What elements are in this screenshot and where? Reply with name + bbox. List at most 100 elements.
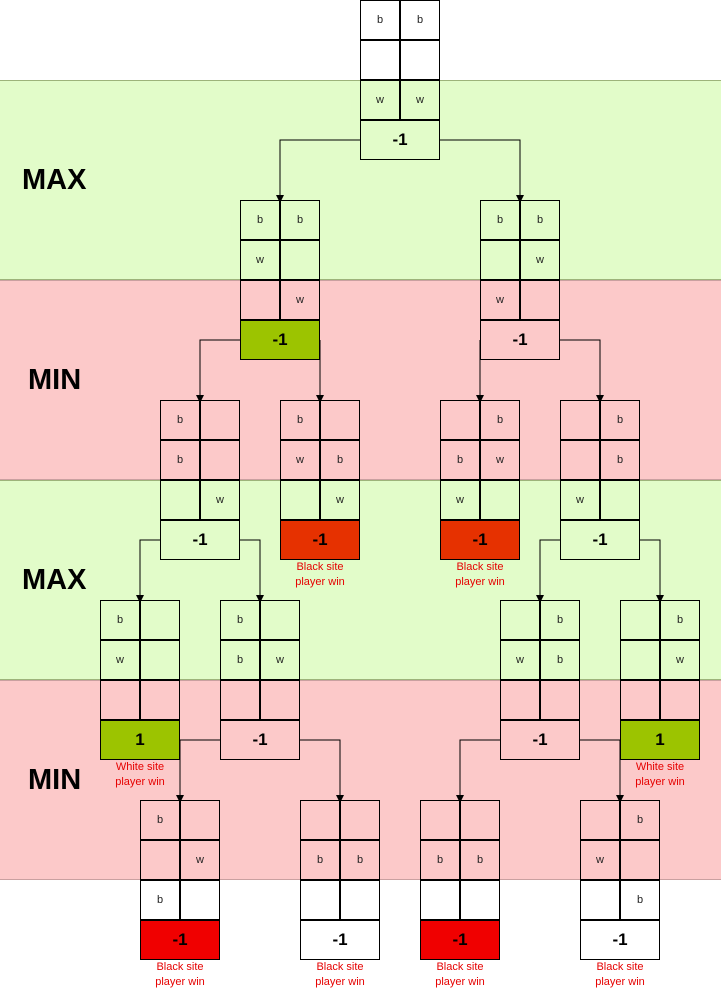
outcome-note-line: player win [635, 776, 685, 788]
board-cell [560, 440, 600, 480]
board-cell [600, 480, 640, 520]
edge-n11-n112 [240, 539, 264, 603]
board-cell [460, 880, 500, 920]
board-cell: b [520, 200, 560, 240]
outcome-note-line: Black site [456, 561, 504, 573]
board-cell [180, 880, 220, 920]
board-cell [300, 880, 340, 920]
outcome-note: White site player win [600, 760, 720, 790]
board-cell [360, 40, 400, 80]
board-cell [560, 400, 600, 440]
board-cell [140, 680, 180, 720]
node-score: -1 [420, 920, 500, 960]
outcome-note-line: player win [295, 576, 345, 588]
board-cell [240, 280, 280, 320]
outcome-note-line: player win [435, 976, 485, 988]
board-cell [480, 480, 520, 520]
board-cell: b [660, 600, 700, 640]
board-cell: w [180, 840, 220, 880]
board-cell [260, 680, 300, 720]
outcome-note-line: player win [115, 776, 165, 788]
board-cell: b [540, 640, 580, 680]
board-cell [320, 400, 360, 440]
outcome-note-line: White site [115, 761, 165, 773]
node-score: -1 [440, 520, 520, 560]
board-cell [580, 800, 620, 840]
board-cell [420, 800, 460, 840]
board-cell: b [220, 600, 260, 640]
board-cell [260, 600, 300, 640]
board-cell [300, 800, 340, 840]
node-score: -1 [560, 520, 640, 560]
board-cell: b [540, 600, 580, 640]
board-cell [220, 680, 260, 720]
outcome-note-line: Black site [156, 961, 204, 973]
board-cell [280, 480, 320, 520]
board-cell [460, 800, 500, 840]
edge-n2-n22 [560, 339, 604, 403]
board-cell: b [220, 640, 260, 680]
board-cell: b [300, 840, 340, 880]
node-score: -1 [160, 520, 240, 560]
outcome-note-line: player win [315, 976, 365, 988]
node-score: -1 [300, 920, 380, 960]
edge-n112-n1121 [176, 739, 220, 803]
board-cell: b [440, 440, 480, 480]
outcome-note-line: Black site [596, 961, 644, 973]
outcome-note-line: Black site [316, 961, 364, 973]
node-score: -1 [480, 320, 560, 360]
board-cell: w [280, 440, 320, 480]
board-cell [180, 800, 220, 840]
board-cell [520, 280, 560, 320]
board-cell: w [500, 640, 540, 680]
edge-root-n1 [276, 139, 360, 203]
board-cell [500, 680, 540, 720]
board-cell: w [280, 280, 320, 320]
board-cell: b [420, 840, 460, 880]
board-cell [340, 800, 380, 840]
outcome-note-line: player win [455, 576, 505, 588]
node-score: 1 [620, 720, 700, 760]
edge-n112-n1122 [300, 739, 344, 803]
board-cell: b [460, 840, 500, 880]
edge-n11-n111 [136, 539, 160, 603]
board-cell [100, 680, 140, 720]
node-score: -1 [500, 720, 580, 760]
board-cell: b [100, 600, 140, 640]
board-cell: w [200, 480, 240, 520]
node-score: -1 [240, 320, 320, 360]
edge-n22-n222 [640, 539, 664, 603]
node-score: -1 [580, 920, 660, 960]
board-cell: b [480, 200, 520, 240]
edge-n1-n11 [196, 339, 240, 403]
node-score: -1 [280, 520, 360, 560]
level-label-max-1: MAX [22, 164, 87, 196]
board-cell [200, 440, 240, 480]
min-band-2 [0, 680, 721, 880]
board-cell: b [280, 200, 320, 240]
board-cell: w [260, 640, 300, 680]
outcome-note-line: White site [635, 761, 685, 773]
board-cell: w [560, 480, 600, 520]
board-cell [160, 480, 200, 520]
board-cell: b [320, 440, 360, 480]
board-cell: b [400, 0, 440, 40]
board-cell: b [160, 440, 200, 480]
board-cell: b [240, 200, 280, 240]
outcome-note: Black site player win [280, 960, 400, 990]
board-cell [140, 600, 180, 640]
board-cell [620, 640, 660, 680]
level-label-max-2: MAX [22, 564, 87, 596]
node-score: -1 [140, 920, 220, 960]
